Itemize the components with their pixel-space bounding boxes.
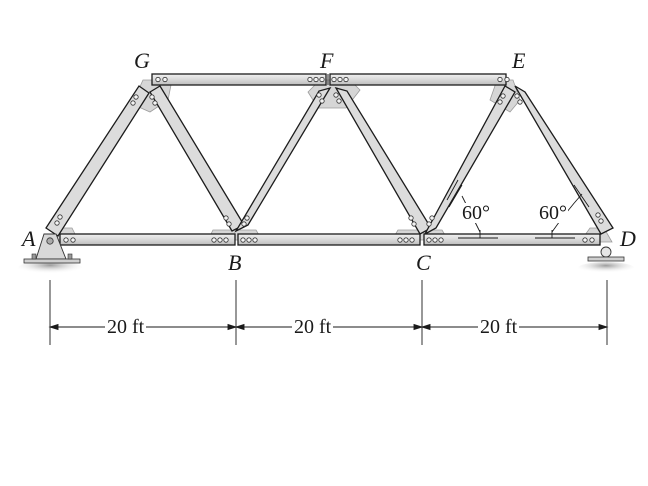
joint-label-A: A: [22, 226, 36, 251]
joint-label-G: G: [134, 48, 150, 73]
diagonal-members: [45, 85, 614, 237]
dimension-label-BC: 20 ft: [292, 316, 334, 338]
angle-label-CE: 60°: [461, 202, 491, 224]
joint-label-E: E: [512, 48, 526, 73]
pin-support-A: [18, 233, 82, 275]
angle-label-ED: 60°: [538, 202, 568, 224]
bolts: [54, 76, 604, 243]
joint-label-B: B: [228, 250, 242, 275]
joint-label-D: D: [620, 226, 636, 251]
joint-label-F: F: [320, 48, 334, 73]
joint-label-C: C: [416, 250, 431, 275]
bottom-chord: [59, 233, 601, 246]
roller-support-D: [578, 246, 634, 274]
dimension-label-AB: 20 ft: [105, 316, 147, 338]
dimension-label-CD: 20 ft: [478, 316, 520, 338]
